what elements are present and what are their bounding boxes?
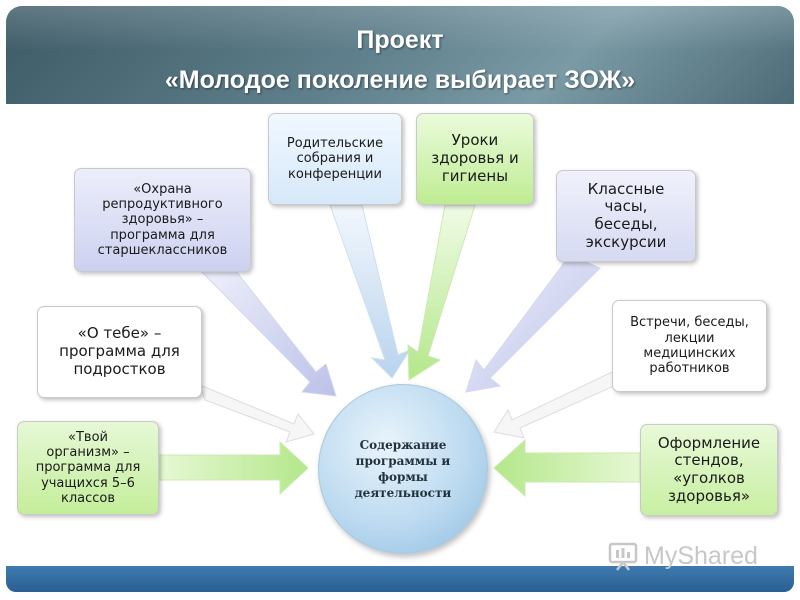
- arrow-your-body: [159, 440, 309, 496]
- arrow-medical-meetings: [493, 371, 615, 439]
- box-medical-meetings: Встречи, беседы, лекции медицинских рабо…: [612, 300, 767, 392]
- box-health-lessons: Уроки здоровья и гигиены: [416, 113, 534, 205]
- watermark-text: MyShared: [644, 541, 758, 570]
- arrow-about-you: [199, 384, 315, 443]
- arrow-class-hours: [465, 254, 601, 393]
- arrow-stands: [493, 438, 641, 498]
- center-circle: Содержание программы и формы деятельност…: [318, 384, 488, 554]
- arrow-parent-meetings: [329, 204, 412, 379]
- watermark: MyShared: [608, 536, 758, 576]
- footer-bar: [6, 566, 794, 592]
- title-line-2: «Молодое поколение выбирает ЗОЖ»: [164, 66, 636, 94]
- title-banner: Проект «Молодое поколение выбирает ЗОЖ»: [6, 6, 794, 104]
- box-your-body: «Твой организм» – программа для учащихся…: [17, 421, 159, 515]
- title-line-1: Проект: [356, 26, 444, 54]
- box-about-you: «О тебе» – программа для подростков: [37, 306, 202, 398]
- box-class-hours: Классные часы, беседы, экскурсии: [556, 170, 696, 262]
- box-parent-meetings: Родительские собрания и конференции: [268, 113, 402, 205]
- arrow-reproductive-health: [198, 269, 337, 397]
- box-reproductive-health: «Охрана репродуктивного здоровья» – прог…: [74, 168, 251, 272]
- box-stands: Оформление стендов, «уголков здоровья»: [640, 424, 778, 516]
- presentation-board-icon: [608, 542, 638, 571]
- arrow-health-lessons: [407, 204, 476, 381]
